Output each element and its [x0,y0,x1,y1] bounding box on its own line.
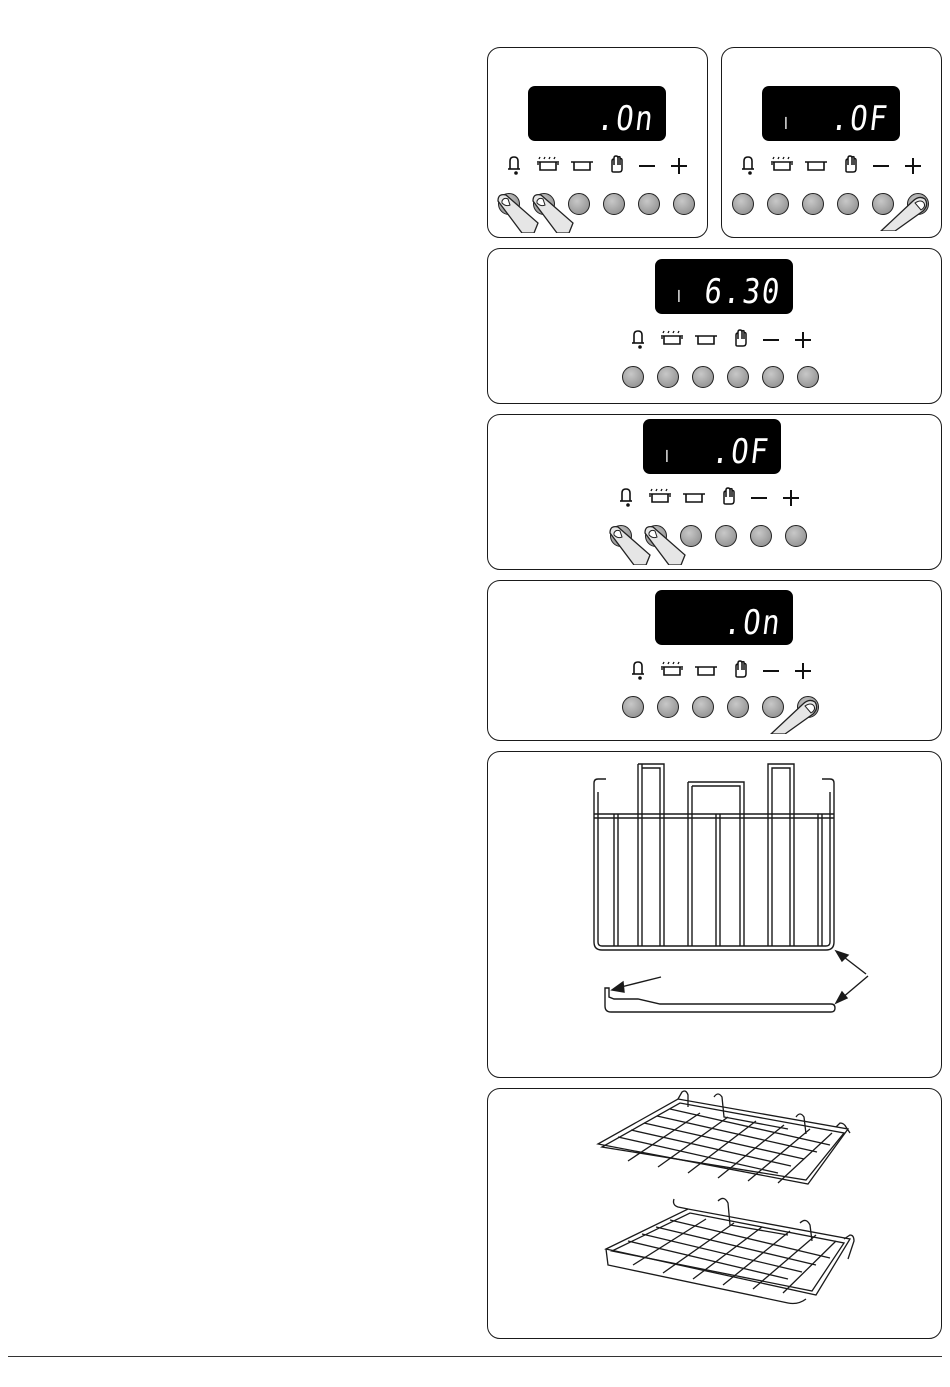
bell-button[interactable] [622,696,644,718]
oven-dish-button[interactable] [802,193,824,215]
hand-button[interactable] [837,193,859,215]
plus-icon [782,487,800,507]
plus-button[interactable] [785,525,807,547]
grill-button[interactable] [657,366,679,388]
lcd-readout-2: .OF [829,102,890,136]
plus-button[interactable] [673,193,695,215]
minus-icon [638,155,656,175]
oven-dish-icon [570,155,594,175]
grill-pan-rack-drawing [488,752,943,1079]
oven-dish-icon [682,487,706,507]
lcd-readout-3: 6.30 [703,275,783,309]
oven-dish-button[interactable] [692,366,714,388]
plus-button[interactable] [797,366,819,388]
oven-dish-icon [804,155,828,175]
pressing-finger-icon [761,694,823,734]
bell-icon [740,155,756,175]
hand-button[interactable] [603,193,625,215]
lcd-display-5: .On [655,590,793,645]
control-icons-row-4 [610,485,815,515]
control-panel-5: .On [487,580,942,741]
grill-icon [660,660,684,680]
minus-icon [762,329,780,349]
key-symbol: ꟾ [677,292,681,305]
grill-button[interactable] [657,696,679,718]
plus-icon [670,155,688,175]
lcd-readout-4: .OF [710,435,771,469]
hand-icon [608,155,626,175]
bell-button[interactable] [622,366,644,388]
oven-dish-icon [694,660,718,680]
minus-button[interactable] [750,525,772,547]
oven-dish-button[interactable] [568,193,590,215]
key-symbol: ꟾ [784,119,788,132]
plus-icon [904,155,922,175]
button-row-5 [612,694,833,724]
bell-button[interactable] [732,193,754,215]
page-bottom-rule [8,1356,942,1357]
hand-icon [720,487,738,507]
lcd-display-4: ꟾ .OF [643,419,781,474]
lcd-display-1: .On [528,86,666,141]
illustration-panel-oven-shelves [487,1088,942,1339]
pressing-finger-icon [871,191,933,231]
lcd-readout-1: .On [595,102,656,136]
lcd-readout-5: .On [722,606,783,640]
hand-button[interactable] [727,696,749,718]
grill-button[interactable] [767,193,789,215]
hand-button[interactable] [715,525,737,547]
minus-button[interactable] [762,366,784,388]
control-icons-row-3 [622,327,827,357]
oven-dish-icon [694,329,718,349]
oven-dish-button[interactable] [680,525,702,547]
lcd-display-2: ꟾ .OF [762,86,900,141]
control-icons-row-2 [732,153,937,183]
minus-icon [872,155,890,175]
plus-icon [794,329,812,349]
bell-icon [618,487,634,507]
bell-icon [630,660,646,680]
grill-icon [770,155,794,175]
grill-icon [536,155,560,175]
control-panel-4: ꟾ .OF [487,414,942,570]
oven-dish-button[interactable] [692,696,714,718]
plus-icon [794,660,812,680]
grill-icon [648,487,672,507]
button-row-1 [488,191,709,221]
oven-shelves-drawing [488,1089,943,1340]
hand-icon [732,329,750,349]
control-icons-row-5 [622,658,827,688]
control-panel-2: ꟾ .OF [721,47,942,238]
minus-icon [762,660,780,680]
button-row-3 [612,364,833,394]
bell-icon [630,329,646,349]
minus-button[interactable] [638,193,660,215]
button-row-2 [722,191,943,221]
bell-icon [506,155,522,175]
control-icons-row-1 [498,153,703,183]
control-panel-3: ꟾ 6.30 [487,248,942,404]
grill-icon [660,329,684,349]
hand-icon [842,155,860,175]
control-panel-1: .On [487,47,708,238]
hand-icon [732,660,750,680]
hand-button[interactable] [727,366,749,388]
illustration-panel-grill-rack [487,751,942,1078]
minus-icon [750,487,768,507]
lcd-display-3: ꟾ 6.30 [655,259,793,314]
key-symbol: ꟾ [665,452,669,465]
button-row-4 [600,523,821,553]
